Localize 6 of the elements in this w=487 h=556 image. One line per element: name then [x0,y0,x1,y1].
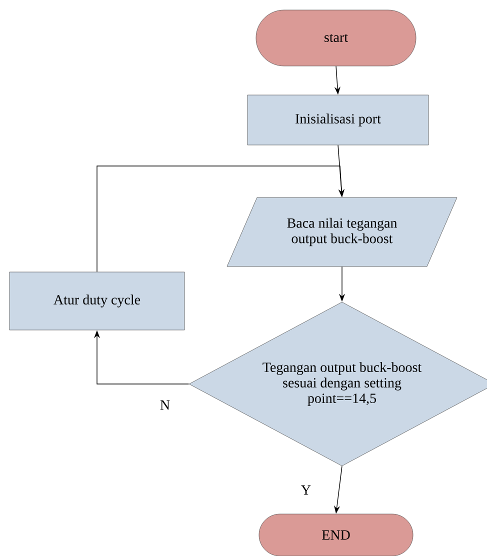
edge-label: N [158,399,172,411]
process-box: Inisialisasi port [247,94,429,146]
arrow [96,166,345,272]
input-parallelogram: Baca nilai tegangan output buck-boost [226,197,458,267]
process-box: Atur duty cycle [9,272,185,330]
edge-label: Y [300,484,312,496]
